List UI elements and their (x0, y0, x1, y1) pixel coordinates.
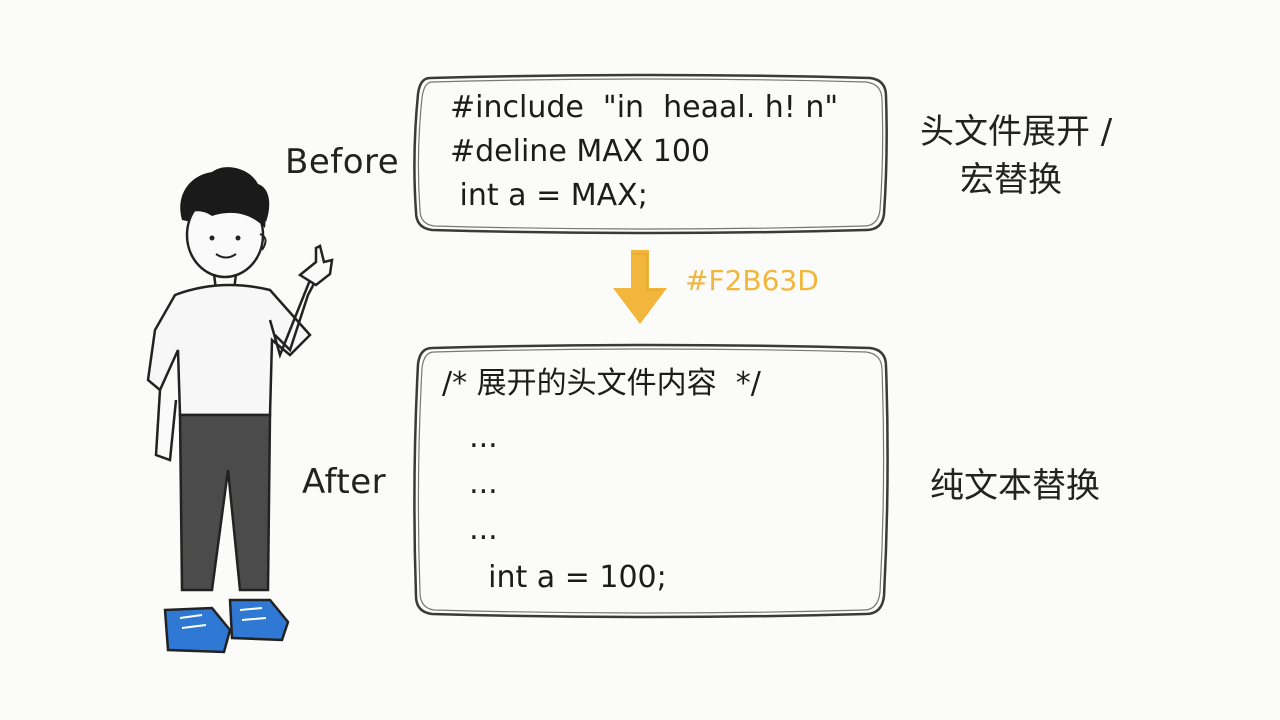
after-code-line-3: ... (450, 466, 498, 501)
right-shoe (228, 598, 290, 642)
left-shoe (163, 606, 232, 654)
shirt (146, 283, 312, 417)
person-illustration (146, 167, 334, 654)
pointing-hand (297, 244, 334, 287)
after-note: 纯文本替换 (930, 466, 1100, 506)
after-label: After (302, 462, 387, 502)
pants (178, 413, 272, 592)
before-note-line-1: 头文件展开 / (920, 112, 1113, 152)
after-code-line-5: int a = 100; (450, 560, 667, 595)
before-note-line-2: 宏替换 (960, 160, 1062, 200)
down-arrow-icon (613, 250, 667, 324)
before-code-line-2: #deline MAX 100 (450, 134, 711, 169)
after-code-box (413, 343, 889, 619)
after-code-line-2: ... (450, 420, 498, 455)
after-code-line-4: ... (450, 512, 498, 547)
before-label: Before (285, 142, 400, 182)
after-code-line-1: /* 展开的头文件内容 */ (442, 366, 761, 401)
before-code-box (413, 73, 888, 235)
arrow-color-label: #F2B63D (685, 264, 819, 297)
before-code-line-1: #include "in heaal. h! n" (450, 90, 839, 125)
before-code-line-3: int a = MAX; (450, 178, 648, 213)
